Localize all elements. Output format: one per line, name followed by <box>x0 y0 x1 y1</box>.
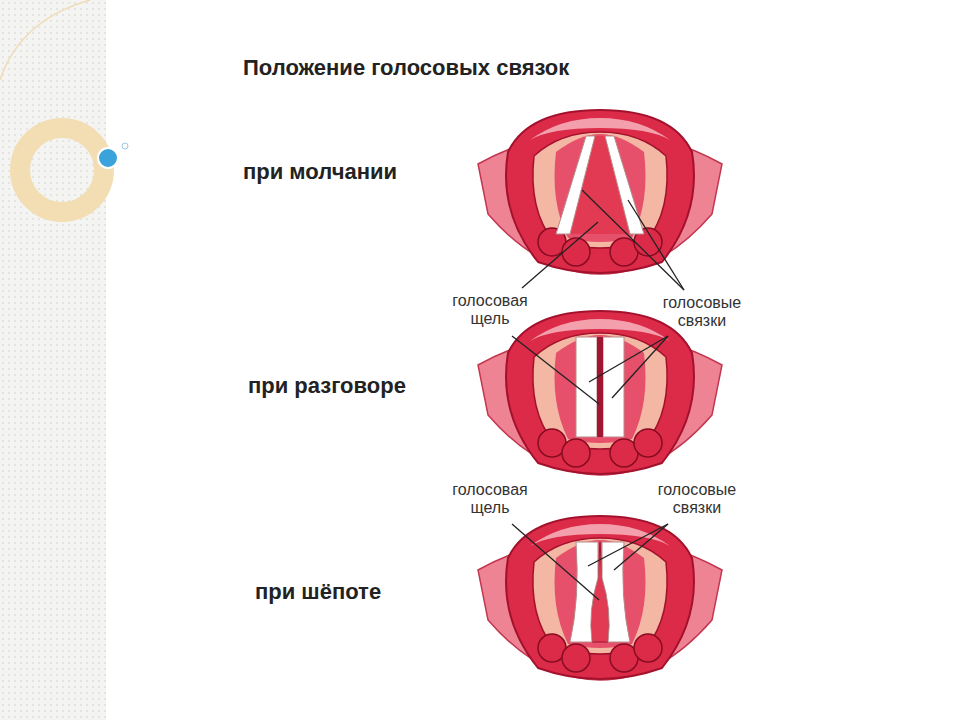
side-strip <box>0 0 106 720</box>
part-label: голосовые связки <box>645 294 759 331</box>
leader-line <box>588 524 668 566</box>
larynx-base <box>478 516 722 680</box>
leader-line <box>512 524 599 600</box>
leader-line <box>612 336 668 398</box>
state-label: при шёпоте <box>255 579 381 605</box>
state-label: при молчании <box>243 159 397 185</box>
deco-arc <box>0 0 90 80</box>
larynx-base <box>478 311 722 475</box>
part-label: голосовые связки <box>640 481 754 518</box>
vocal-cord <box>576 337 597 437</box>
deco-ring <box>20 128 104 212</box>
diagram-title: Положение голосовых связок <box>243 55 569 81</box>
leader-line <box>589 336 668 382</box>
glottis <box>597 337 603 437</box>
part-label: голосовая щель <box>433 481 547 518</box>
vocal-cord <box>605 136 644 234</box>
larynx-silence <box>478 110 722 274</box>
leader-line <box>582 190 684 290</box>
leader-line <box>628 200 684 290</box>
deco-dot <box>122 143 128 149</box>
leader-line <box>522 222 598 288</box>
leader-line <box>512 336 599 404</box>
vocal-cord <box>603 337 624 437</box>
part-label: голосовая щель <box>433 292 547 329</box>
leader-line <box>614 524 668 570</box>
state-label: при разговоре <box>248 373 406 399</box>
larynx-whisper <box>478 516 722 680</box>
vocal-cord <box>556 136 595 234</box>
larynx-speech <box>478 311 722 475</box>
larynx-base <box>478 110 722 274</box>
deco-dot <box>98 148 118 168</box>
vocal-cord <box>570 542 598 642</box>
